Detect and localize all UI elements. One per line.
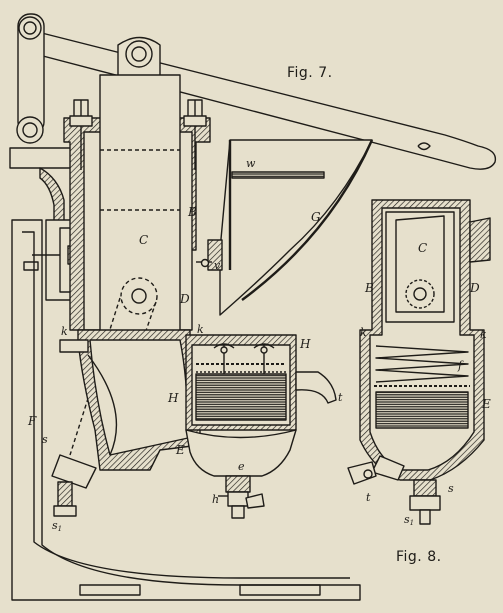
label-c-fig7: C [139,233,149,247]
label-s-fig8: s [448,482,454,495]
label-h-right-fig7: H [300,337,311,351]
label-e-small-fig7: e [238,460,245,473]
label-k-left-fig8: k [360,326,367,339]
label-c-fig8: C [418,241,428,255]
side-valve [51,454,97,517]
label-f-fig8: f [458,359,463,372]
label-d-fig8: D [470,281,480,295]
label-e-big-fig7: E [176,443,185,457]
label-d-fig7: D [180,292,190,306]
label-h-left-fig7: H [168,391,179,405]
label-h-cock-fig7: h [212,493,220,506]
label-v-fig7: v [214,259,221,272]
fig8-caption: Fig. 8. [396,549,442,565]
fig8-body [347,199,491,525]
label-b-fig7: B [188,205,197,219]
label-g-fig7: G [311,210,321,224]
fulcrum-link [16,13,45,144]
outlet-funnel [185,429,297,519]
hopper [196,139,374,316]
fig7-caption: Fig. 7. [287,65,333,81]
label-t-fig8: t [366,491,371,504]
label-s-fig7: s [42,433,48,446]
label-w-fig7: w [246,157,256,170]
press-chamber [59,329,201,471]
label-e-fig8: E [482,397,491,411]
filter-box [185,334,337,431]
label-b-fig8: B [365,281,374,295]
lever-pin-link [117,36,161,79]
label-s1-fig8: s1 [404,513,415,527]
label-k-right-fig8: k [480,328,487,341]
label-f-fig7: F [28,414,37,428]
label-k-mid-fig7: k [197,323,204,336]
label-s1-fig7: s1 [52,519,63,533]
label-k-left-fig7: k [61,325,68,338]
plunger [69,74,181,463]
label-t-fig7: t [338,391,343,404]
